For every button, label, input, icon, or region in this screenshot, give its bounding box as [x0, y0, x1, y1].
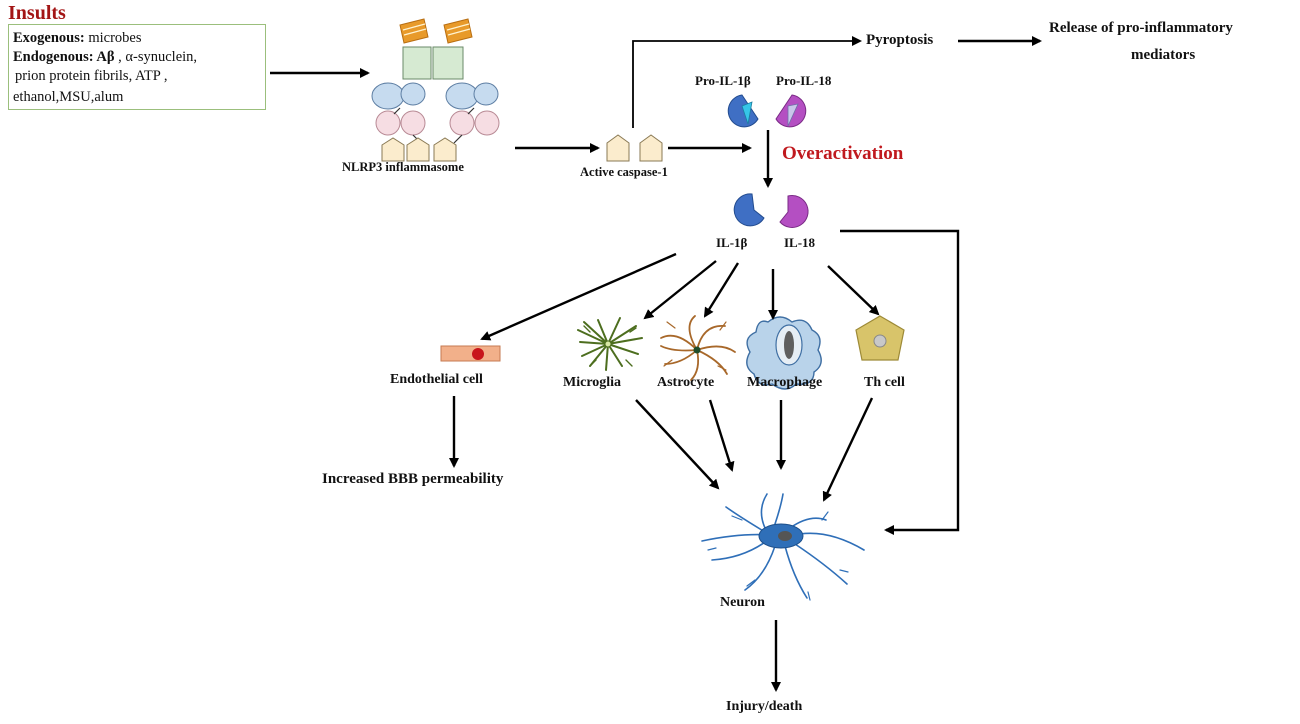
- endothelial-cell-icon: [440, 345, 501, 362]
- arrow-caspase-to-pyroptosis: [632, 36, 862, 128]
- caspase-label: Active caspase-1: [580, 165, 668, 179]
- insults-box: Exogenous: microbes Endogenous: Aβ , α-s…: [8, 24, 266, 110]
- arrows: [270, 36, 1042, 692]
- th-cell-icon: [855, 315, 905, 361]
- nlrp3-inflammasome-icon: [371, 18, 500, 162]
- exogenous-line: Exogenous: microbes: [13, 30, 142, 47]
- arrow-il18-to-neuron: [840, 229, 960, 535]
- release-label-line2: mediators: [1131, 47, 1196, 63]
- nlrp3-label: NLRP3 inflammasome: [342, 160, 464, 174]
- pyroptosis-label: Pyroptosis: [866, 32, 934, 48]
- il18-icon: [779, 195, 809, 228]
- arrow-th-to-neuron: [822, 397, 874, 502]
- astrocyte-icon: [660, 315, 736, 381]
- release-label-line1: Release of pro-inflammatory: [1049, 20, 1233, 36]
- pro-il1b-icon: [727, 94, 759, 128]
- arrow-il-to-endothelial: [480, 252, 677, 341]
- macrophage-label: Macrophage: [747, 375, 823, 390]
- neuron-icon: [701, 493, 865, 601]
- exogenous-value: microbes: [84, 30, 142, 46]
- th-cell-label: Th cell: [864, 375, 905, 390]
- endogenous-label: Endogenous:: [13, 49, 94, 65]
- caspase-icon: [606, 134, 663, 162]
- endogenous-line: Endogenous: Aβ , α-synuclein,: [13, 49, 197, 66]
- bbb-label: Increased BBB permeability: [322, 471, 504, 487]
- arrow-microglia-to-neuron: [635, 399, 720, 490]
- il18-label: IL-18: [784, 235, 816, 250]
- exogenous-label: Exogenous:: [13, 30, 85, 46]
- arrow-astrocyte-to-neuron: [708, 399, 735, 472]
- insults-title: Insults: [8, 2, 66, 24]
- pro-il18-icon: [775, 94, 807, 128]
- il1b-icon: [733, 193, 765, 227]
- endogenous-rest: , α-synuclein,: [114, 49, 198, 65]
- injury-label: Injury/death: [726, 699, 803, 714]
- macrophage-icon: [746, 316, 822, 390]
- endothelial-label: Endothelial cell: [390, 372, 483, 387]
- pro-il1b-label: Pro-IL-1β: [695, 73, 751, 88]
- arrow-il-to-microglia: [643, 260, 717, 320]
- microglia-label: Microglia: [563, 375, 622, 390]
- insults-line4: ethanol,MSU,alum: [13, 89, 124, 105]
- microglia-icon: [577, 317, 643, 371]
- arrow-il-to-astrocyte: [703, 262, 740, 318]
- overactivation-label: Overactivation: [782, 143, 904, 164]
- neuron-label: Neuron: [720, 595, 765, 610]
- endogenous-ab: Aβ: [93, 49, 115, 65]
- pro-il18-label: Pro-IL-18: [776, 73, 832, 88]
- il1b-label: IL-1β: [716, 235, 748, 250]
- insults-line3: prion protein fibrils, ATP ,: [15, 68, 168, 84]
- astrocyte-label: Astrocyte: [657, 375, 715, 390]
- arrow-il-to-th: [827, 265, 880, 316]
